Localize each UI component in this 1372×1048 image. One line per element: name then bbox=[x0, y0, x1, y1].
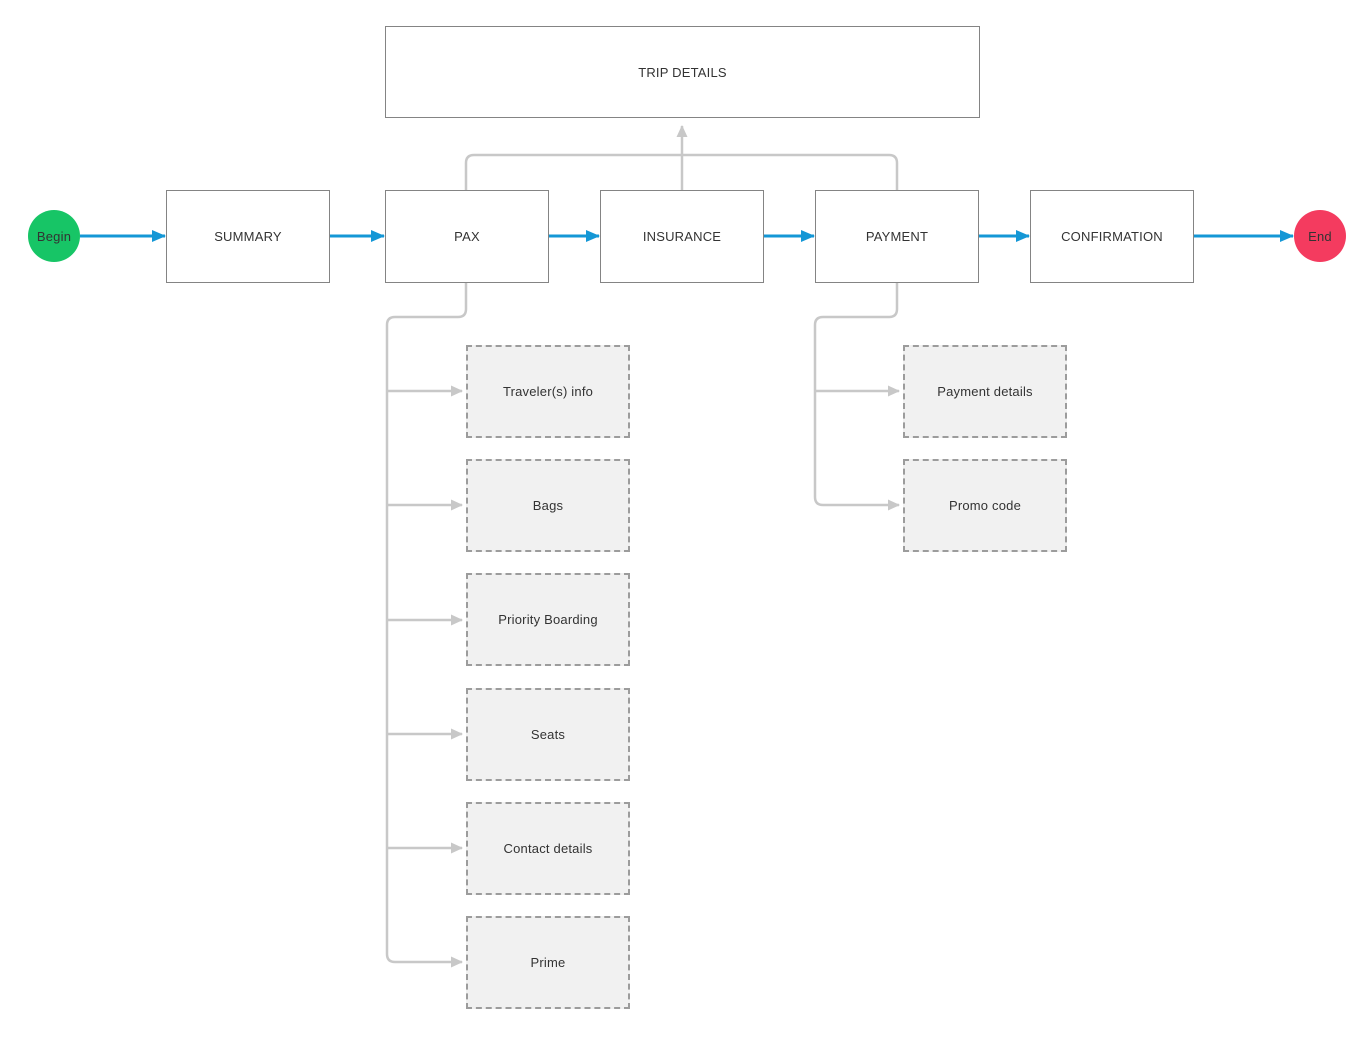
node-label: Bags bbox=[532, 498, 564, 513]
substep-node-prime[interactable]: Prime bbox=[466, 916, 630, 1009]
connector-trip-details-bracket bbox=[464, 153, 899, 190]
node-label: Contact details bbox=[503, 841, 593, 856]
node-label: Priority Boarding bbox=[498, 612, 598, 627]
substep-node-priority-boarding[interactable]: Priority Boarding bbox=[466, 573, 630, 666]
end-node[interactable]: End bbox=[1294, 210, 1346, 262]
substep-node-contact-details[interactable]: Contact details bbox=[466, 802, 630, 895]
step-node-pax[interactable]: PAX bbox=[385, 190, 549, 283]
node-label: Prime bbox=[530, 955, 566, 970]
node-label: CONFIRMATION bbox=[1061, 229, 1163, 244]
substep-node-seats[interactable]: Seats bbox=[466, 688, 630, 781]
node-label: INSURANCE bbox=[642, 229, 722, 244]
step-node-summary[interactable]: SUMMARY bbox=[166, 190, 330, 283]
substep-node-payment-details[interactable]: Payment details bbox=[903, 345, 1067, 438]
connector-payment-subtree-trunk bbox=[813, 283, 900, 511]
begin-label: Begin bbox=[36, 228, 72, 244]
step-node-confirmation[interactable]: CONFIRMATION bbox=[1030, 190, 1194, 283]
node-label: Promo code bbox=[948, 498, 1022, 513]
step-node-insurance[interactable]: INSURANCE bbox=[600, 190, 764, 283]
node-label: PAYMENT bbox=[865, 229, 929, 244]
substep-node-promo-code[interactable]: Promo code bbox=[903, 459, 1067, 552]
node-label: PAX bbox=[454, 229, 480, 244]
end-label: End bbox=[1308, 228, 1332, 244]
node-label: Traveler(s) info bbox=[502, 384, 594, 399]
node-label: SUMMARY bbox=[214, 229, 282, 244]
substep-node-travelers-info[interactable]: Traveler(s) info bbox=[466, 345, 630, 438]
node-label: TRIP DETAILS bbox=[638, 64, 727, 80]
node-label: Payment details bbox=[937, 384, 1033, 399]
begin-node[interactable]: Begin bbox=[28, 210, 80, 262]
connector-pax-subtree-trunk bbox=[385, 283, 468, 968]
substep-node-bags[interactable]: Bags bbox=[466, 459, 630, 552]
step-node-payment[interactable]: PAYMENT bbox=[815, 190, 979, 283]
trip-details-node[interactable]: TRIP DETAILS bbox=[385, 26, 980, 118]
node-label: Seats bbox=[530, 727, 566, 742]
